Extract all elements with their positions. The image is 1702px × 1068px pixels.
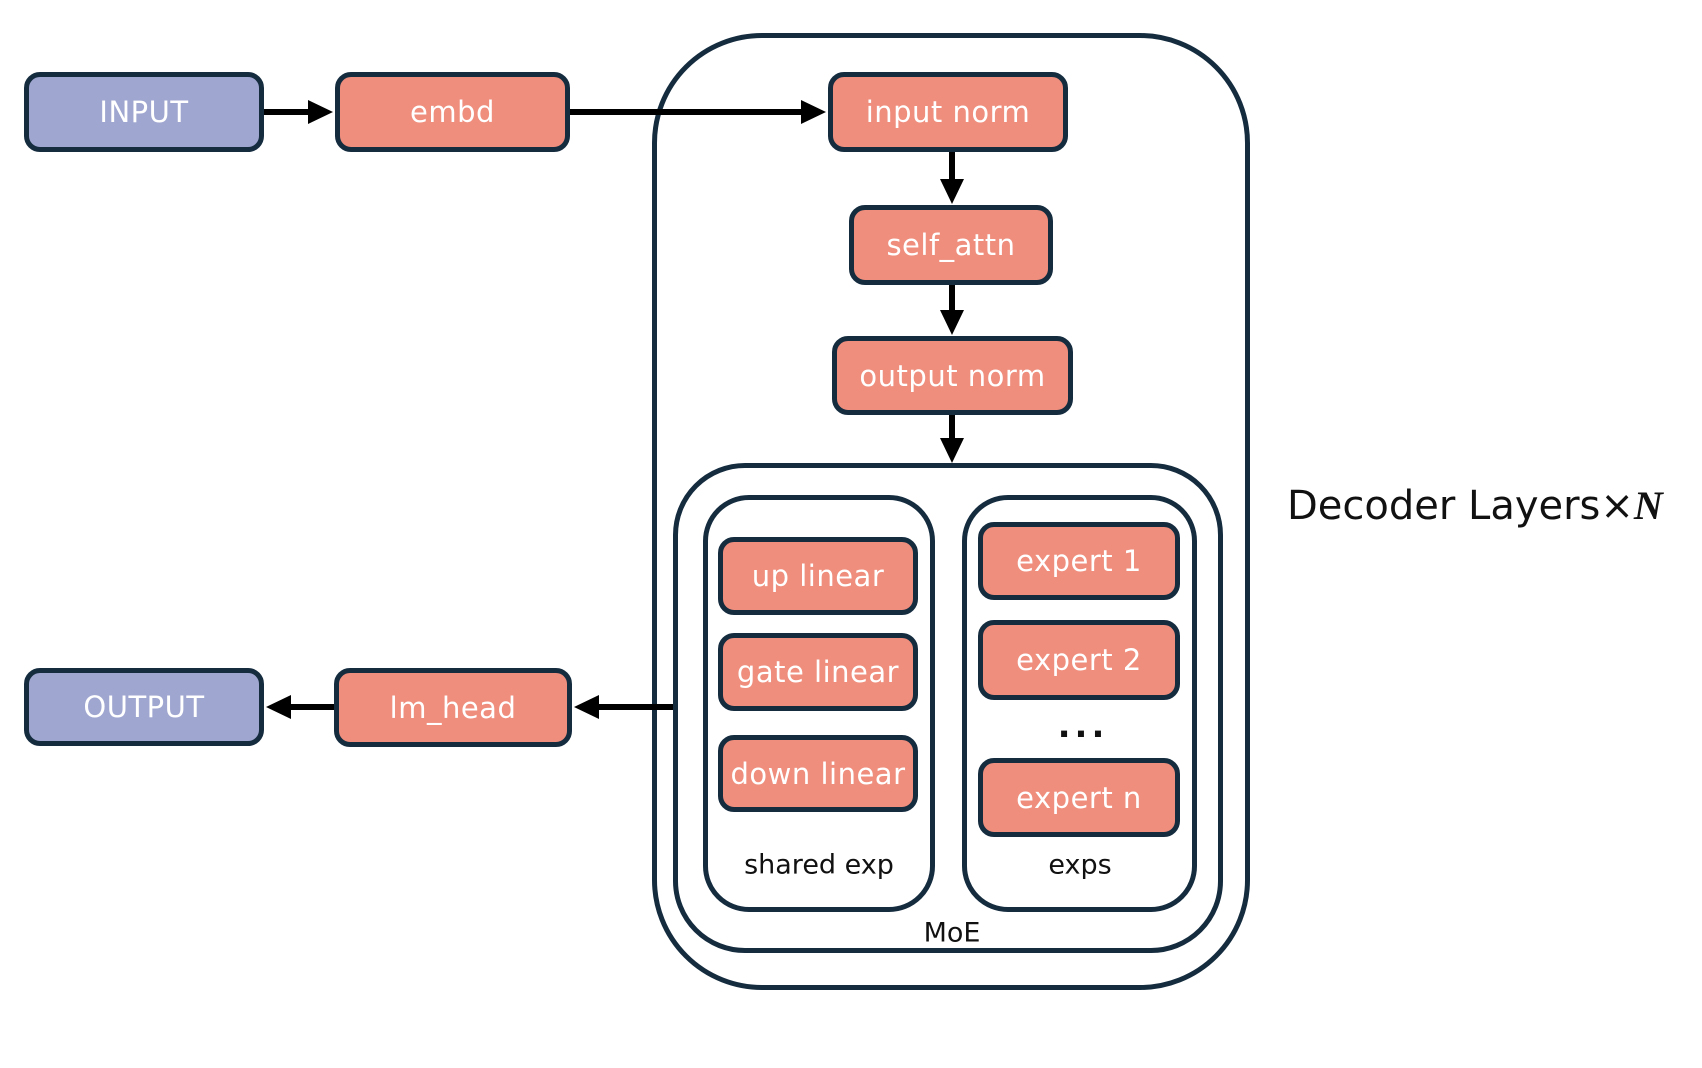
decoder-layers-container <box>652 33 1250 990</box>
arrow-line <box>949 285 955 312</box>
arrow-head <box>308 100 333 124</box>
arrow-head <box>266 695 291 719</box>
node-embd: embd <box>335 72 570 152</box>
node-lm-head: lm_head <box>334 668 572 747</box>
node-expert-2: expert 2 <box>978 620 1180 700</box>
node-expert-n: expert n <box>978 758 1180 837</box>
shared-exp-label: shared exp <box>744 849 894 881</box>
arrow-line <box>570 109 804 115</box>
node-down-linear: down linear <box>718 735 918 812</box>
arrow-line <box>596 704 673 710</box>
arrow-head <box>940 310 964 335</box>
arrow-head <box>940 179 964 204</box>
arrow-head <box>940 438 964 463</box>
exps-container <box>962 495 1197 912</box>
arrow-line <box>949 415 955 441</box>
shared-exp-container <box>703 495 935 912</box>
moe-container <box>673 463 1223 953</box>
arrow-line <box>264 109 310 115</box>
node-input-norm: input norm <box>828 72 1068 152</box>
node-gate-linear: gate linear <box>718 633 918 711</box>
node-input: INPUT <box>24 72 264 152</box>
node-output: OUTPUT <box>24 668 264 746</box>
arrow-line <box>949 152 955 182</box>
decoder-layers-label-n: N <box>1633 483 1663 528</box>
moe-label: MoE <box>923 917 981 949</box>
arrow-head <box>574 695 599 719</box>
ellipsis-label: ... <box>1057 706 1109 746</box>
decoder-layers-label-prefix: Decoder Layers× <box>1287 483 1634 529</box>
arrow-line <box>288 704 334 710</box>
arrow-head <box>801 100 826 124</box>
exps-label: exps <box>1048 849 1112 881</box>
node-expert-1: expert 1 <box>978 522 1180 600</box>
node-up-linear: up linear <box>718 537 918 615</box>
node-self-attn: self_attn <box>849 205 1053 285</box>
decoder-layers-label: Decoder Layers×N <box>1287 482 1663 529</box>
node-output-norm: output norm <box>832 336 1073 415</box>
